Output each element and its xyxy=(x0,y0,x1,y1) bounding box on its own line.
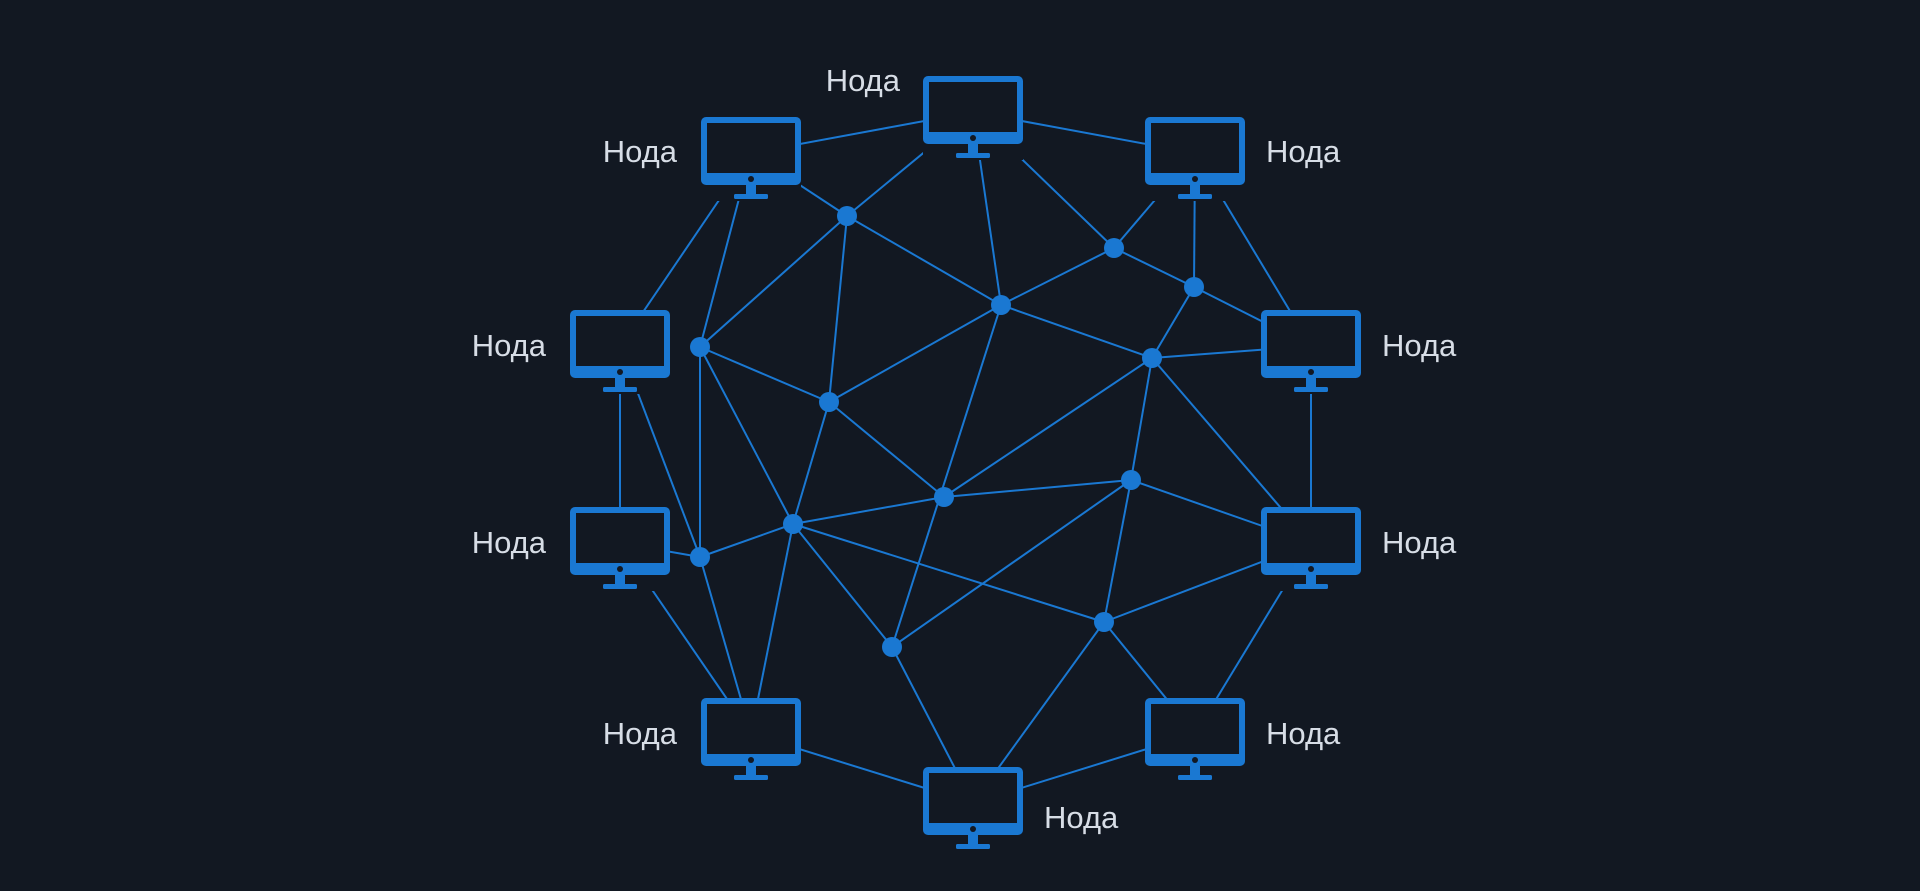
node-label: Нода xyxy=(1382,328,1457,363)
junction-dot xyxy=(882,637,902,657)
junction-dot xyxy=(1121,470,1141,490)
node-label: Нода xyxy=(472,525,547,560)
network-link xyxy=(891,479,1132,648)
network-link xyxy=(1113,247,1195,288)
network-link xyxy=(943,479,1132,498)
junction-dot xyxy=(991,295,1011,315)
network-link xyxy=(1151,286,1195,359)
node-label: Нода xyxy=(1382,525,1457,560)
node-label: Нода xyxy=(603,134,678,169)
network-node-labels: Нода Нода Нода Нода Нода Нода Нода Нода … xyxy=(472,63,1457,835)
node-label: Нода xyxy=(1266,716,1341,751)
junction-dot xyxy=(1184,277,1204,297)
monitor-icon xyxy=(1145,117,1245,201)
node-label: Нода xyxy=(472,328,547,363)
junction-dot xyxy=(819,392,839,412)
monitor-icon xyxy=(1145,698,1245,782)
network-link xyxy=(1000,247,1115,306)
monitor-icon xyxy=(570,310,670,394)
network-link xyxy=(1103,479,1132,623)
network-link xyxy=(699,346,794,525)
monitor-icon xyxy=(1261,507,1361,591)
junction-dot xyxy=(783,514,803,534)
monitor-icon xyxy=(701,117,801,201)
monitor-icon xyxy=(923,76,1023,160)
junction-dot xyxy=(934,487,954,507)
network-link xyxy=(828,401,945,498)
junction-dot xyxy=(690,337,710,357)
network-link xyxy=(792,401,830,525)
monitor-icon xyxy=(701,698,801,782)
network-link xyxy=(792,523,1105,623)
network-link xyxy=(828,304,1002,403)
junction-dot xyxy=(1094,612,1114,632)
network-link xyxy=(699,523,794,558)
junction-dot xyxy=(1104,238,1124,258)
network-link xyxy=(792,523,893,648)
network-link xyxy=(1000,304,1153,359)
node-label: Нода xyxy=(1266,134,1341,169)
junction-dot xyxy=(1142,348,1162,368)
network-link xyxy=(846,215,1002,306)
network-link xyxy=(891,304,1002,648)
network-link xyxy=(1130,357,1153,481)
node-label: Нода xyxy=(1044,800,1119,835)
node-label: Нода xyxy=(603,716,678,751)
network-link xyxy=(699,215,848,348)
network-link xyxy=(943,357,1153,498)
network-nodes xyxy=(570,76,1361,851)
network-link xyxy=(699,346,830,403)
monitor-icon xyxy=(1261,310,1361,394)
node-label: Нода xyxy=(826,63,901,98)
junction-dot xyxy=(837,206,857,226)
monitor-icon xyxy=(570,507,670,591)
monitor-icon xyxy=(923,767,1023,851)
network-link xyxy=(792,496,945,525)
network-link xyxy=(828,215,848,403)
junction-dot xyxy=(690,547,710,567)
network-junctions xyxy=(690,206,1204,657)
